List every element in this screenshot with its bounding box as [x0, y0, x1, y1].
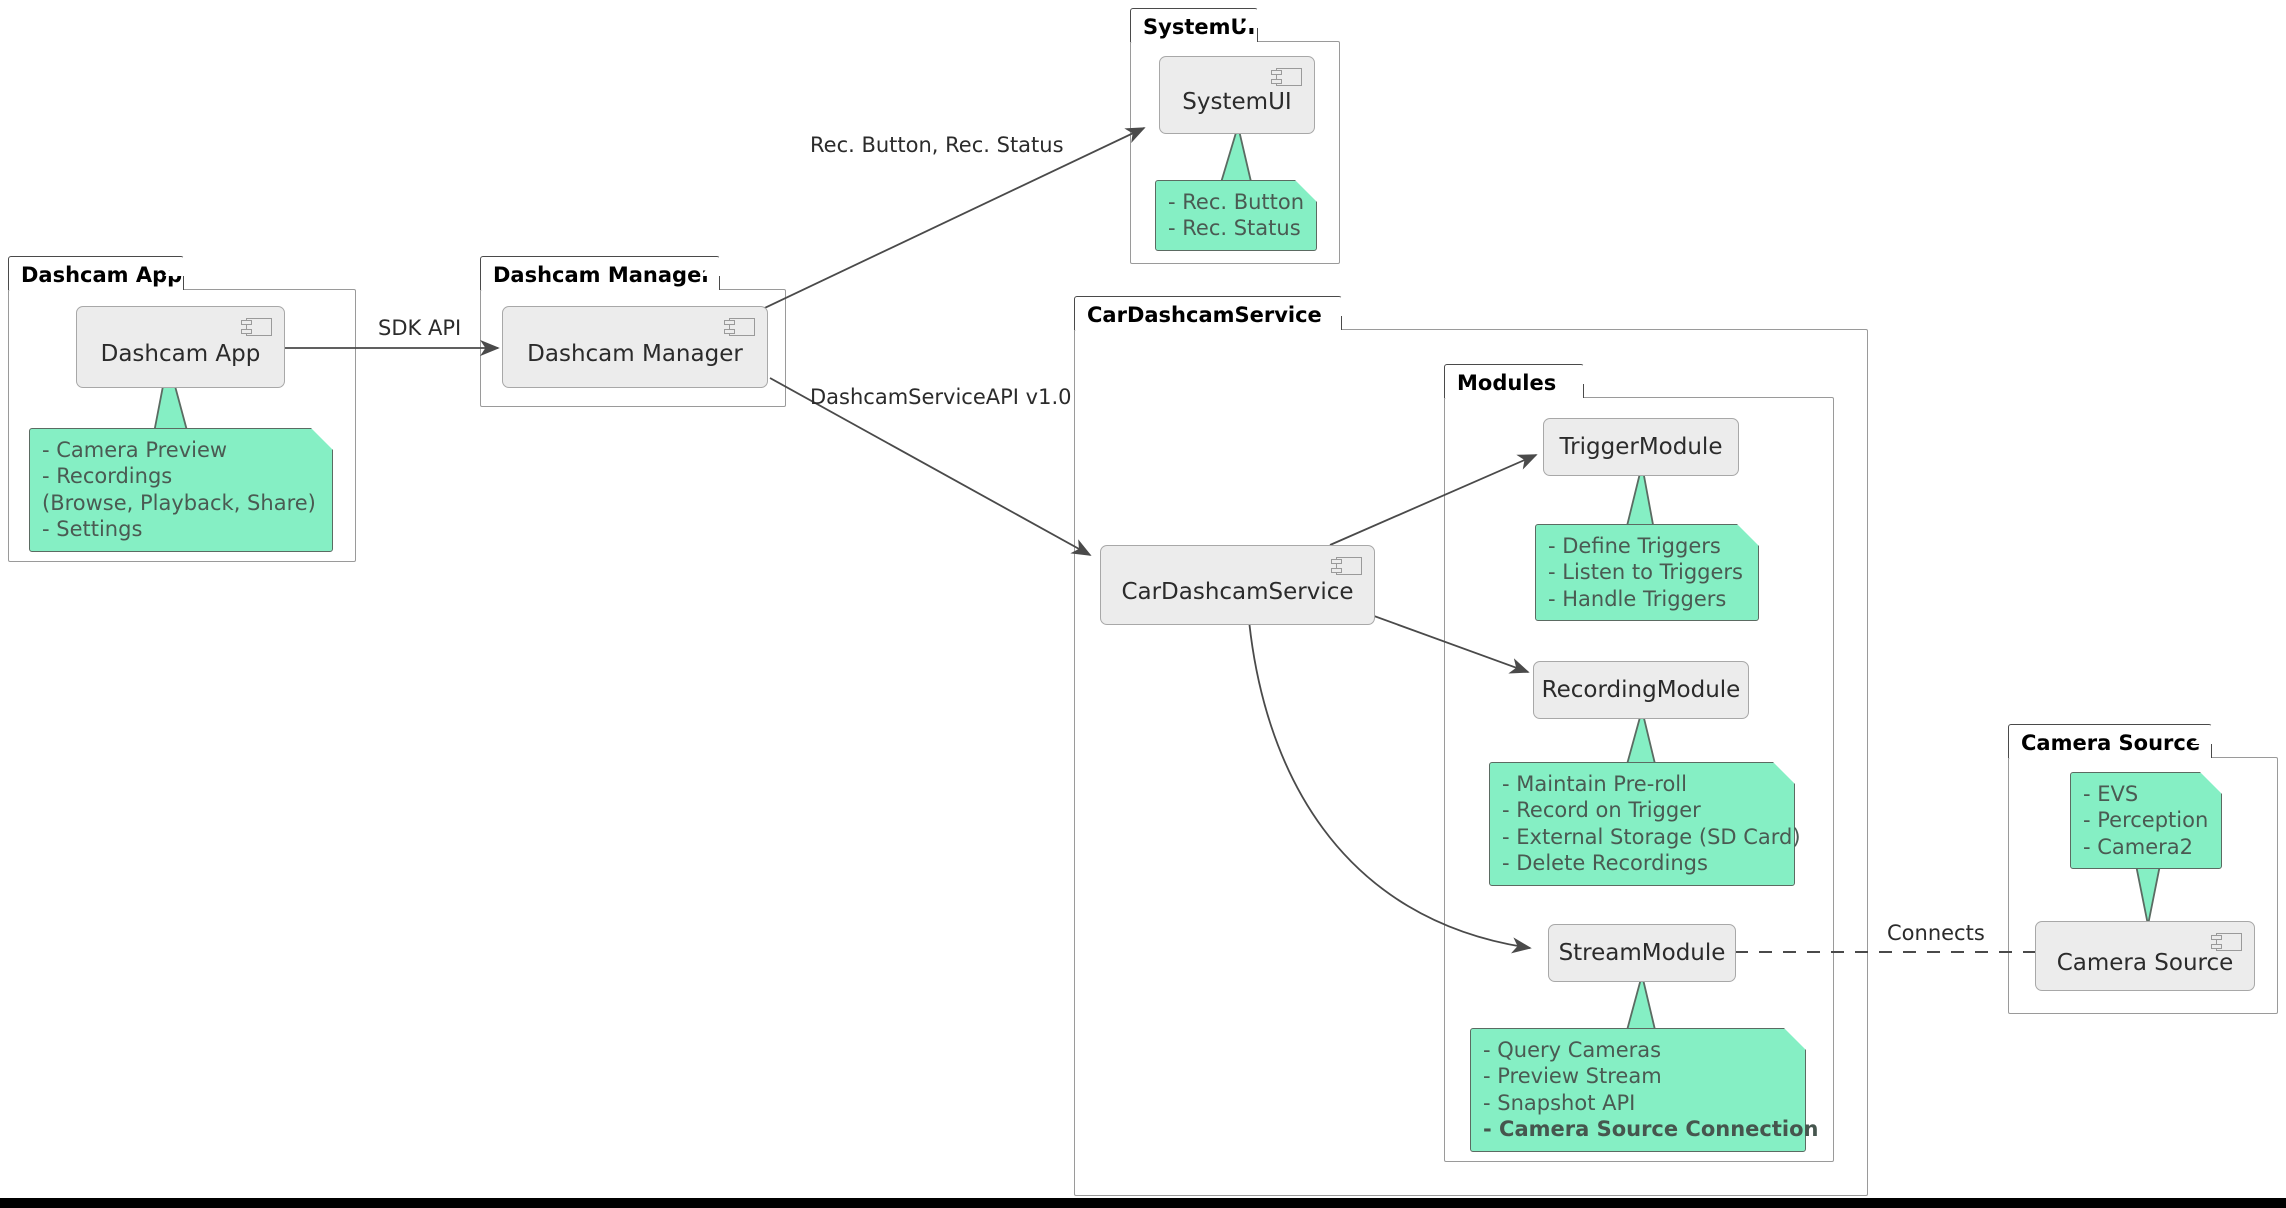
- edge-label-sdk-api: SDK API: [378, 316, 462, 340]
- bottom-bar: [0, 1198, 2286, 1208]
- note-line: - Perception: [2083, 808, 2209, 833]
- note-system-ui: - Rec. Button - Rec. Status: [1155, 180, 1317, 251]
- component-system-ui-label: SystemUI: [1182, 89, 1292, 115]
- note-line: - Settings: [42, 517, 143, 542]
- component-dashcam-app[interactable]: Dashcam App: [76, 306, 285, 388]
- component-icon: [1271, 68, 1302, 86]
- package-camera-source-label: Camera Source: [2008, 724, 2212, 758]
- package-modules-label: Modules: [1444, 364, 1584, 398]
- note-dogear-icon: [2200, 772, 2222, 794]
- component-recording-module-label: RecordingModule: [1541, 677, 1741, 703]
- note-line: - Preview Stream: [1483, 1064, 1662, 1089]
- note-line: - Recordings: [42, 464, 173, 489]
- note-dogear-icon: [311, 428, 333, 450]
- note-dogear-icon: [1295, 180, 1317, 202]
- component-dashcam-manager-label: Dashcam Manager: [527, 341, 743, 367]
- note-line: - Maintain Pre-roll: [1502, 772, 1687, 796]
- edge-label-rec-button-status: Rec. Button, Rec. Status: [810, 133, 1064, 157]
- package-dashcam-manager-label: Dashcam Manager: [480, 256, 720, 290]
- component-stream-module-label: StreamModule: [1558, 940, 1726, 966]
- note-trigger-module: - Define Triggers - Listen to Triggers -…: [1535, 524, 1759, 622]
- component-icon: [241, 318, 272, 336]
- note-line: - Handle Triggers: [1548, 586, 1727, 611]
- component-trigger-module[interactable]: TriggerModule: [1543, 418, 1739, 476]
- component-dashcam-app-label: Dashcam App: [100, 341, 261, 367]
- package-system-ui-label: SystemUI: [1130, 8, 1258, 42]
- component-camera-source-label: Camera Source: [2056, 950, 2234, 976]
- note-line: - Rec. Status: [1168, 216, 1301, 241]
- component-camera-source[interactable]: Camera Source: [2035, 921, 2255, 991]
- component-system-ui[interactable]: SystemUI: [1159, 56, 1315, 134]
- component-car-dashcam-service[interactable]: CarDashcamService: [1100, 545, 1375, 625]
- note-line: - Query Cameras: [1483, 1038, 1662, 1062]
- note-recording-module: - Maintain Pre-roll - Record on Trigger …: [1489, 762, 1801, 886]
- note-dogear-icon: [1784, 1028, 1806, 1050]
- note-line: - Snapshot API: [1483, 1090, 1636, 1115]
- edge-rec-button-status: [734, 127, 1146, 323]
- component-car-dashcam-service-label: CarDashcamService: [1121, 579, 1354, 605]
- note-line: (Browse, Playback, Share): [42, 490, 316, 515]
- package-dashcam-app-label: Dashcam App: [8, 256, 184, 290]
- note-line: - Rec. Button: [1168, 190, 1305, 214]
- note-line: - Delete Recordings: [1502, 851, 1708, 876]
- note-line: - Define Triggers: [1548, 534, 1721, 558]
- note-dogear-icon: [1773, 762, 1795, 784]
- note-camera-source: - EVS - Perception - Camera2: [2070, 772, 2222, 870]
- package-car-dashcam-service-label: CarDashcamService: [1074, 296, 1342, 330]
- note-line: - EVS: [2083, 782, 2139, 806]
- component-stream-module[interactable]: StreamModule: [1548, 924, 1736, 982]
- edge-label-dashcam-service-api: DashcamServiceAPI v1.0: [810, 385, 1072, 409]
- note-line: - Camera Source Connection: [1483, 1117, 1819, 1142]
- component-icon: [724, 318, 755, 336]
- component-icon: [2211, 933, 2242, 951]
- note-line: - Listen to Triggers: [1548, 560, 1743, 585]
- note-dashcam-app: - Camera Preview - Recordings (Browse, P…: [29, 428, 333, 552]
- note-line: - External Storage (SD Card): [1502, 824, 1801, 849]
- edge-label-connects: Connects: [1887, 921, 1985, 945]
- note-line: - Camera2: [2083, 834, 2194, 859]
- note-line: - Record on Trigger: [1502, 798, 1701, 823]
- note-line: - Camera Preview: [42, 438, 228, 462]
- component-icon: [1331, 557, 1362, 575]
- note-stream-module: - Query Cameras - Preview Stream - Snaps…: [1470, 1028, 1819, 1152]
- component-trigger-module-label: TriggerModule: [1559, 434, 1723, 460]
- note-dogear-icon: [1737, 524, 1759, 546]
- component-recording-module[interactable]: RecordingModule: [1533, 661, 1749, 719]
- component-dashcam-manager[interactable]: Dashcam Manager: [502, 306, 768, 388]
